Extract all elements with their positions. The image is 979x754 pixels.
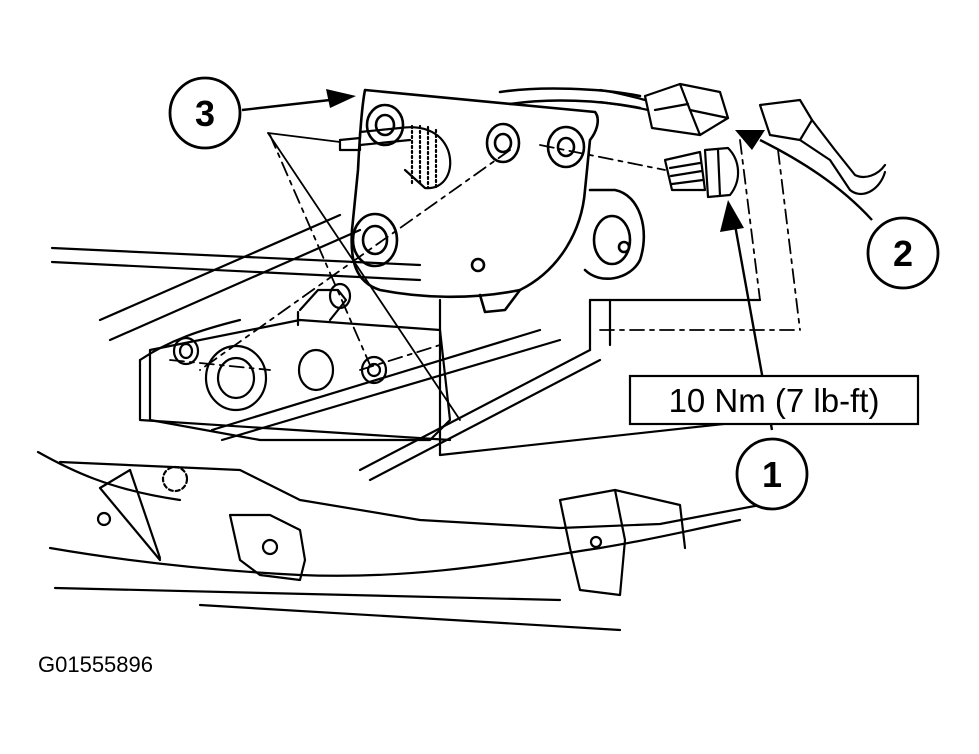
callout-2-label: 2 bbox=[893, 233, 913, 274]
callout-3-leaders bbox=[267, 132, 461, 421]
figure-id: G01555896 bbox=[38, 652, 153, 677]
torque-spec-text: 10 Nm (7 lb-ft) bbox=[669, 382, 880, 419]
mounting-bracket bbox=[350, 87, 646, 314]
callout-1: 1 bbox=[735, 437, 809, 511]
callout-2: 2 bbox=[866, 216, 940, 290]
assembly-lines bbox=[169, 134, 801, 371]
callout-3: 3 bbox=[168, 76, 242, 150]
bolt bbox=[663, 146, 740, 199]
frame-rail bbox=[36, 450, 762, 632]
callout-3-label: 3 bbox=[195, 93, 215, 134]
torque-spec-box: 10 Nm (7 lb-ft) bbox=[628, 374, 920, 426]
cross-members bbox=[50, 213, 762, 482]
sensor-shaft bbox=[338, 124, 452, 190]
callout-2-arrow bbox=[735, 130, 873, 221]
callout-1-label: 1 bbox=[762, 454, 782, 495]
callout-3-arrow bbox=[241, 89, 356, 112]
electrical-connector bbox=[598, 82, 887, 196]
